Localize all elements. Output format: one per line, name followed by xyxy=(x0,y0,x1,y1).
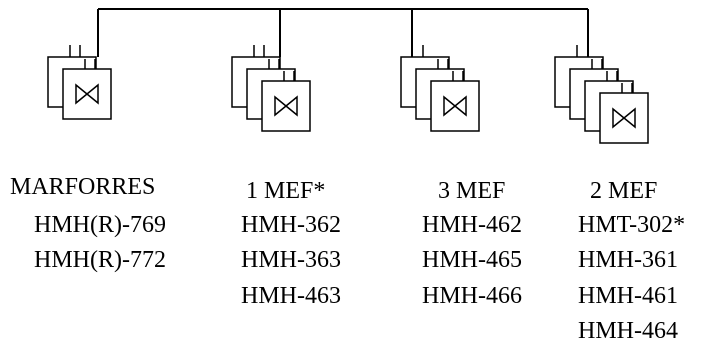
unit-label: HMH(R)-772 xyxy=(34,247,166,273)
unit-label: HMH-463 xyxy=(241,283,341,309)
unit-label: HMH-361 xyxy=(578,247,678,273)
unit-symbol-stack xyxy=(554,9,649,144)
unit-label: HMH-464 xyxy=(578,318,678,344)
unit-label: HMH-462 xyxy=(422,212,522,238)
unit-label: HMH-466 xyxy=(422,283,522,309)
unit-label: HMH-465 xyxy=(422,247,522,273)
bowtie-icon xyxy=(274,95,298,117)
group-label-1-mef: 1 MEF* xyxy=(246,178,326,204)
unit-label: HMH-461 xyxy=(578,283,678,309)
group-label-marforres: MARFORRES xyxy=(10,174,156,200)
group-label-3-mef: 3 MEF xyxy=(438,178,506,204)
unit-label: HMH(R)-769 xyxy=(34,212,166,238)
group-label-2-mef: 2 MEF xyxy=(590,178,658,204)
unit-label: HMH-363 xyxy=(241,247,341,273)
unit-label: HMT-302* xyxy=(578,212,686,238)
unit-symbol-stack xyxy=(400,9,480,132)
bowtie-icon xyxy=(75,83,99,105)
unit-symbol-stack xyxy=(231,9,311,132)
bowtie-icon xyxy=(612,107,636,129)
bowtie-icon xyxy=(443,95,467,117)
unit-symbol-stack xyxy=(47,9,112,120)
unit-label: HMH-362 xyxy=(241,212,341,238)
